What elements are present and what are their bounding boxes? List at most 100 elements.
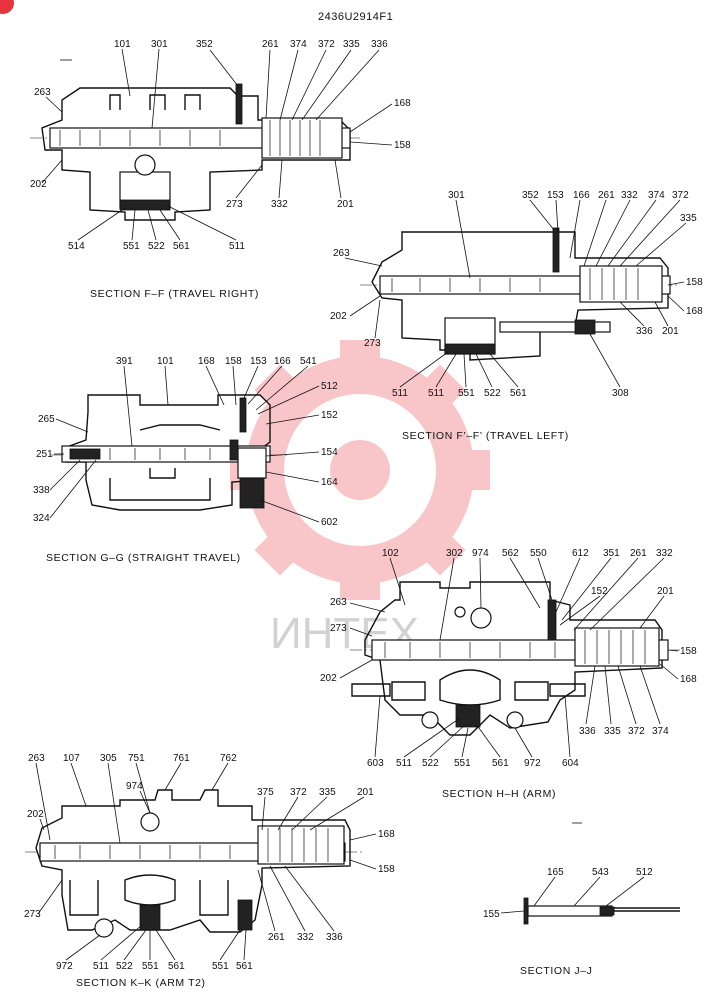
drawing-number: 2436U2914F1 bbox=[318, 11, 393, 23]
part-number-label: 336 bbox=[326, 932, 343, 943]
part-number-label: 251 bbox=[36, 449, 53, 460]
section-ff-drawing bbox=[30, 83, 360, 221]
part-number-label: 550 bbox=[530, 548, 547, 559]
part-number-label: 332 bbox=[297, 932, 314, 943]
part-number-label: 263 bbox=[28, 753, 45, 764]
part-number-label: 561 bbox=[492, 758, 509, 769]
part-number-label: 551 bbox=[458, 388, 475, 399]
part-number-label: 324 bbox=[33, 513, 50, 524]
part-number-label: 511 bbox=[229, 241, 245, 252]
part-number-label: 301 bbox=[151, 39, 168, 50]
part-number-label: 158 bbox=[394, 140, 411, 151]
part-number-label: 974 bbox=[126, 781, 143, 792]
part-number-label: 372 bbox=[672, 190, 689, 201]
part-number-label: 273 bbox=[24, 909, 41, 920]
part-number-label: 338 bbox=[33, 485, 50, 496]
part-number-label: 332 bbox=[271, 199, 288, 210]
part-number-label: 273 bbox=[364, 338, 381, 349]
part-number-label: 511 bbox=[392, 388, 408, 399]
part-number-label: 308 bbox=[612, 388, 629, 399]
part-number-label: 265 bbox=[38, 414, 55, 425]
part-number-label: 335 bbox=[319, 787, 336, 798]
part-number-label: 165 bbox=[547, 867, 564, 878]
part-number-label: 561 bbox=[168, 961, 185, 972]
part-number-label: 561 bbox=[236, 961, 253, 972]
part-number-label: 302 bbox=[446, 548, 463, 559]
part-number-label: 391 bbox=[116, 356, 133, 367]
section-gg-title: SECTION G–G (STRAIGHT TRAVEL) bbox=[46, 552, 241, 564]
part-number-label: 332 bbox=[621, 190, 638, 201]
part-number-label: 201 bbox=[357, 787, 374, 798]
part-number-label: 166 bbox=[573, 190, 590, 201]
part-number-label: 602 bbox=[321, 517, 338, 528]
part-number-label: 102 bbox=[382, 548, 399, 559]
part-number-label: 202 bbox=[330, 311, 347, 322]
part-number-label: 543 bbox=[592, 867, 609, 878]
part-number-label: 153 bbox=[250, 356, 267, 367]
part-number-label: 335 bbox=[604, 726, 621, 737]
part-number-label: 168 bbox=[394, 98, 411, 109]
part-number-label: 201 bbox=[662, 326, 679, 337]
part-number-label: 374 bbox=[652, 726, 669, 737]
corner-badge-icon bbox=[0, 0, 14, 14]
part-number-label: 974 bbox=[472, 548, 489, 559]
part-number-label: 201 bbox=[657, 586, 674, 597]
section-ffp-drawing bbox=[360, 227, 680, 361]
section-kk-labels: 263 107 305 751 761 762 974 375 372 335 … bbox=[24, 753, 395, 989]
part-number-label: 164 bbox=[321, 477, 338, 488]
part-number-label: 332 bbox=[656, 548, 673, 559]
part-number-label: 263 bbox=[34, 87, 51, 98]
section-ffp-labels: 301 352 153 166 261 332 374 372 335 263 … bbox=[330, 190, 703, 442]
section-ffp-title: SECTION F’–F’ (TRAVEL LEFT) bbox=[402, 430, 569, 442]
part-number-label: 158 bbox=[225, 356, 242, 367]
part-number-label: 551 bbox=[123, 241, 140, 252]
part-number-label: 166 bbox=[274, 356, 291, 367]
part-number-label: 158 bbox=[378, 864, 395, 875]
part-number-label: 336 bbox=[371, 39, 388, 50]
section-ff-labels: 101 301 352 261 374 372 335 336 263 168 … bbox=[30, 39, 411, 300]
part-number-label: 751 bbox=[128, 753, 145, 764]
part-number-label: 612 bbox=[572, 548, 589, 559]
part-number-label: 561 bbox=[173, 241, 190, 252]
part-number-label: 551 bbox=[212, 961, 229, 972]
part-number-label: 522 bbox=[422, 758, 439, 769]
part-number-label: 762 bbox=[220, 753, 237, 764]
part-number-label: 551 bbox=[454, 758, 471, 769]
part-number-label: 273 bbox=[226, 199, 243, 210]
part-number-label: 522 bbox=[116, 961, 133, 972]
part-number-label: 261 bbox=[598, 190, 615, 201]
part-number-label: 372 bbox=[290, 787, 307, 798]
part-number-label: 374 bbox=[648, 190, 665, 201]
part-number-label: 972 bbox=[524, 758, 541, 769]
part-number-label: 972 bbox=[56, 961, 73, 972]
section-kk-drawing bbox=[25, 789, 365, 938]
section-jj-drawing bbox=[523, 897, 680, 925]
part-number-label: 541 bbox=[300, 356, 317, 367]
section-hh-title: SECTION H–H (ARM) bbox=[442, 788, 556, 800]
part-number-label: 101 bbox=[114, 39, 131, 50]
part-number-label: 158 bbox=[680, 646, 697, 657]
part-number-label: 261 bbox=[268, 932, 285, 943]
part-number-label: 372 bbox=[318, 39, 335, 50]
part-number-label: 335 bbox=[680, 213, 697, 224]
part-number-label: 107 bbox=[63, 753, 80, 764]
part-number-label: 603 bbox=[367, 758, 384, 769]
part-number-label: 168 bbox=[378, 829, 395, 840]
part-number-label: 374 bbox=[290, 39, 307, 50]
section-hh-drawing bbox=[350, 581, 680, 736]
section-hh-labels: 102 302 974 562 550 612 351 261 332 152 … bbox=[320, 548, 697, 824]
part-number-label: 154 bbox=[321, 447, 338, 458]
part-number-label: 202 bbox=[320, 673, 337, 684]
part-number-label: 352 bbox=[196, 39, 213, 50]
watermark-gear-icon bbox=[230, 340, 490, 600]
part-number-label: 158 bbox=[686, 277, 703, 288]
part-number-label: 562 bbox=[502, 548, 519, 559]
part-number-label: 372 bbox=[628, 726, 645, 737]
part-number-label: 514 bbox=[68, 241, 85, 252]
section-kk-title: SECTION K–K (ARM T2) bbox=[76, 977, 206, 989]
part-number-label: 522 bbox=[484, 388, 501, 399]
part-number-label: 335 bbox=[343, 39, 360, 50]
section-ff-title: SECTION F–F (TRAVEL RIGHT) bbox=[90, 288, 259, 300]
part-number-label: 201 bbox=[337, 199, 354, 210]
